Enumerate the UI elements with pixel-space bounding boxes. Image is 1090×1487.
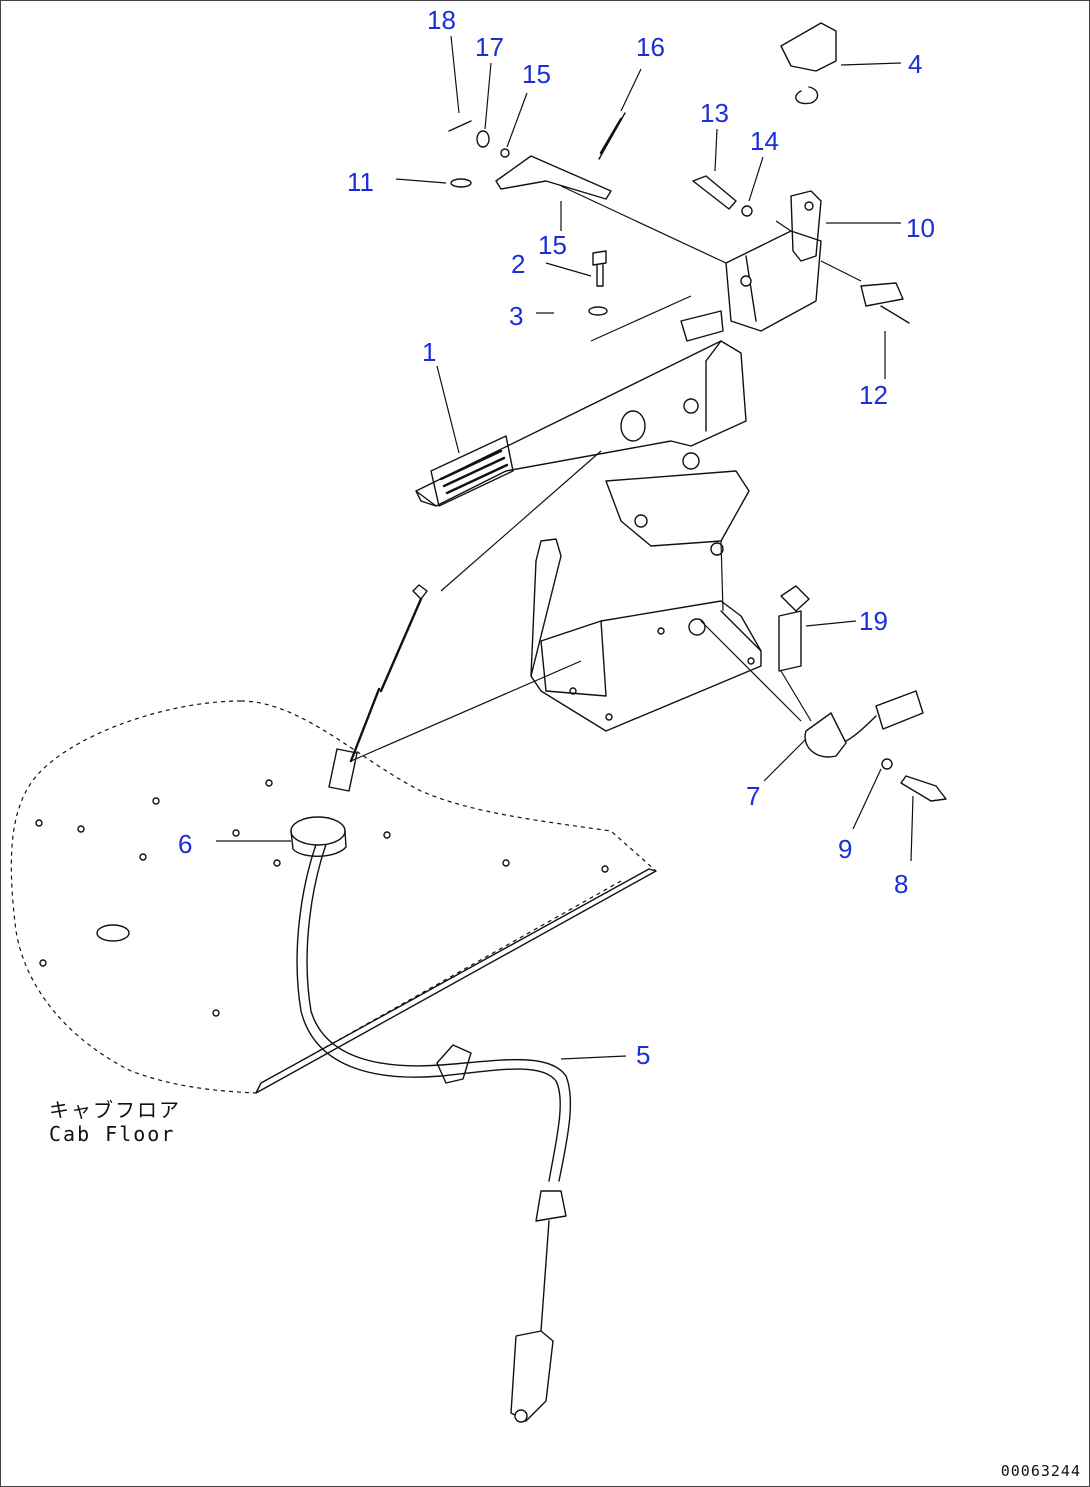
callout-15-top: 15 — [522, 59, 551, 89]
callout-14: 14 — [750, 126, 779, 156]
callout-17: 17 — [475, 32, 504, 62]
parking-brake-lever — [415, 340, 747, 507]
callout-9: 9 — [838, 834, 853, 864]
callout-10: 10 — [906, 213, 935, 243]
callout-8: 8 — [894, 869, 909, 899]
assembly-lines — [350, 185, 862, 762]
callout-15-mid: 15 — [538, 230, 567, 260]
callout-2: 2 — [511, 249, 526, 279]
cab-floor-label-en: Cab Floor — [49, 1122, 176, 1146]
brake-cable — [290, 584, 572, 1423]
callout-6: 6 — [178, 829, 193, 859]
document-code: 00063244 — [1000, 1462, 1081, 1480]
cab-floor-plate — [10, 700, 657, 1094]
callout-13: 13 — [700, 98, 729, 128]
leader-lines — [216, 35, 914, 1060]
callout-11: 11 — [347, 167, 374, 197]
mounting-bracket — [530, 470, 762, 732]
cab-floor-label-jp: キャブフロア — [49, 1098, 181, 1122]
callout-12: 12 — [859, 380, 888, 410]
callout-18: 18 — [427, 5, 456, 35]
small-hardware — [448, 22, 947, 802]
callout-5: 5 — [636, 1040, 651, 1070]
callout-19: 19 — [859, 606, 888, 636]
callout-16: 16 — [636, 32, 665, 62]
callout-3: 3 — [509, 301, 524, 331]
callout-7: 7 — [746, 781, 761, 811]
callout-4: 4 — [908, 49, 923, 79]
callout-1: 1 — [422, 337, 437, 367]
